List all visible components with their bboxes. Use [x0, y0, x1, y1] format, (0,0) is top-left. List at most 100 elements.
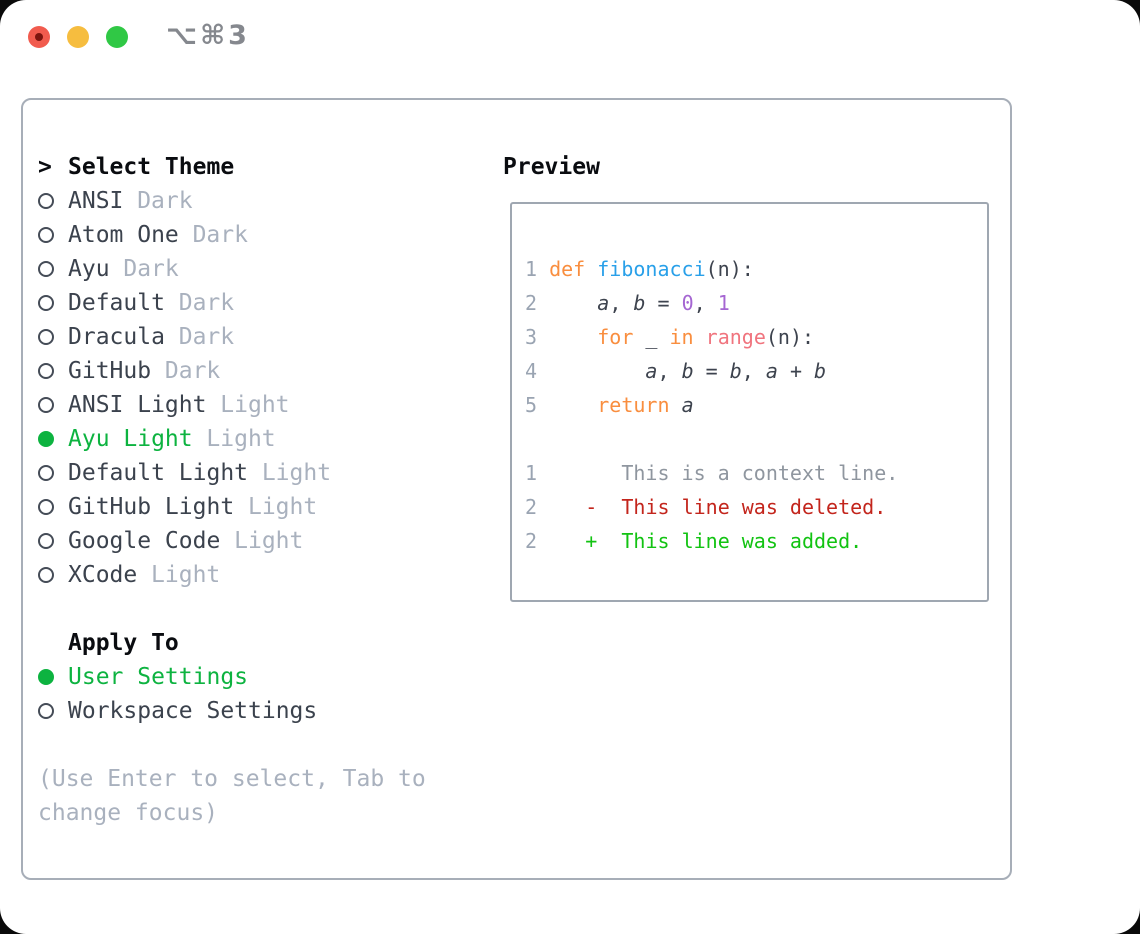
theme-variant-tag: Light [206, 426, 276, 452]
theme-option[interactable]: GitHub Dark [38, 354, 500, 388]
code-token: , [657, 359, 682, 383]
code-token [597, 529, 621, 553]
code-token [537, 529, 585, 553]
code-token: b [633, 291, 646, 315]
theme-name: ANSI [68, 188, 124, 214]
code-token: a [681, 393, 694, 417]
theme-name: Google Code [68, 528, 221, 554]
line-number: 2 [525, 291, 538, 315]
code-token: , [741, 359, 766, 383]
code-token: a [765, 359, 778, 383]
theme-name: GitHub [68, 358, 152, 384]
code-line: 4 a, b = b, a + b [525, 354, 987, 388]
radio-marker [38, 363, 68, 379]
radio-marker [38, 397, 68, 413]
code-line: 2 a, b = 0, 1 [525, 286, 987, 320]
code-line: 2 - This line was deleted. [525, 490, 987, 524]
code-token: (n): [765, 325, 815, 349]
code-token: for [597, 325, 634, 349]
code-token: - [585, 495, 598, 519]
code-token: , [609, 291, 634, 315]
theme-option[interactable]: ANSI Dark [38, 184, 500, 218]
code-token: This line was deleted. [621, 495, 887, 519]
code-token: def [549, 257, 598, 281]
window-shortcut-label: ⌥⌘3 [166, 20, 250, 51]
code-token [537, 359, 645, 383]
radio-unselected-icon [38, 193, 54, 209]
code-token: + [585, 529, 598, 553]
theme-option[interactable]: Google Code Light [38, 524, 500, 558]
code-token: (n): [705, 257, 754, 281]
radio-unselected-icon [38, 465, 54, 481]
code-token: = [645, 291, 682, 315]
theme-name: Dracula [68, 324, 165, 350]
code-token: b [681, 359, 694, 383]
theme-option[interactable]: GitHub Light Light [38, 490, 500, 524]
radio-marker [38, 431, 68, 447]
code-token: + [777, 359, 815, 383]
code-token: _ [633, 325, 670, 349]
zoom-button[interactable] [106, 26, 128, 48]
prompt-icon: > [38, 154, 52, 180]
code-token [537, 291, 597, 315]
radio-marker [38, 193, 68, 209]
theme-variant-tag: Dark [137, 188, 193, 214]
theme-variant-tag: Dark [178, 290, 235, 316]
radio-marker [38, 295, 68, 311]
apply-to-header: Apply To [38, 626, 500, 660]
line-number: 1 [525, 461, 538, 485]
minimize-button[interactable] [67, 26, 89, 48]
radio-unselected-icon [38, 397, 54, 413]
code-line: 2 + This line was added. [525, 524, 987, 558]
theme-variant-tag: Light [247, 494, 318, 520]
radio-marker [38, 261, 68, 277]
line-number: 3 [525, 325, 538, 349]
code-token: This line was added. [621, 529, 863, 553]
theme-variant-tag: Dark [123, 256, 179, 282]
radio-unselected-icon [38, 533, 54, 549]
radio-marker [38, 567, 68, 583]
code-token [694, 325, 706, 349]
code-token: return [597, 393, 670, 417]
radio-selected-icon [38, 669, 54, 685]
line-number: 2 [525, 495, 538, 519]
close-button[interactable] [28, 26, 50, 48]
radio-unselected-icon [38, 567, 54, 583]
theme-name: GitHub Light [68, 494, 235, 520]
preview-title: Preview [503, 154, 600, 180]
apply-to-label: User Settings [68, 664, 249, 690]
code-token [670, 393, 682, 417]
radio-marker [38, 329, 68, 345]
line-number: 5 [525, 393, 538, 417]
radio-unselected-icon [38, 261, 54, 277]
code-token: fibonacci [597, 257, 706, 281]
radio-unselected-icon [38, 329, 54, 345]
apply-to-label: Workspace Settings [68, 698, 318, 724]
theme-variant-tag: Dark [164, 358, 221, 384]
radio-unselected-icon [38, 227, 54, 243]
theme-variant-tag: Light [234, 528, 304, 554]
theme-variant-tag: Light [220, 392, 290, 418]
apply-to-option[interactable]: User Settings [38, 660, 500, 694]
code-token: 0 [681, 291, 694, 315]
line-number: 1 [525, 257, 538, 281]
apply-to-option[interactable]: Workspace Settings [38, 694, 500, 728]
radio-unselected-icon [38, 703, 54, 719]
theme-variant-tag: Dark [192, 222, 248, 248]
theme-variant-tag: Light [261, 460, 332, 486]
radio-marker [38, 465, 68, 481]
code-token [537, 461, 621, 485]
